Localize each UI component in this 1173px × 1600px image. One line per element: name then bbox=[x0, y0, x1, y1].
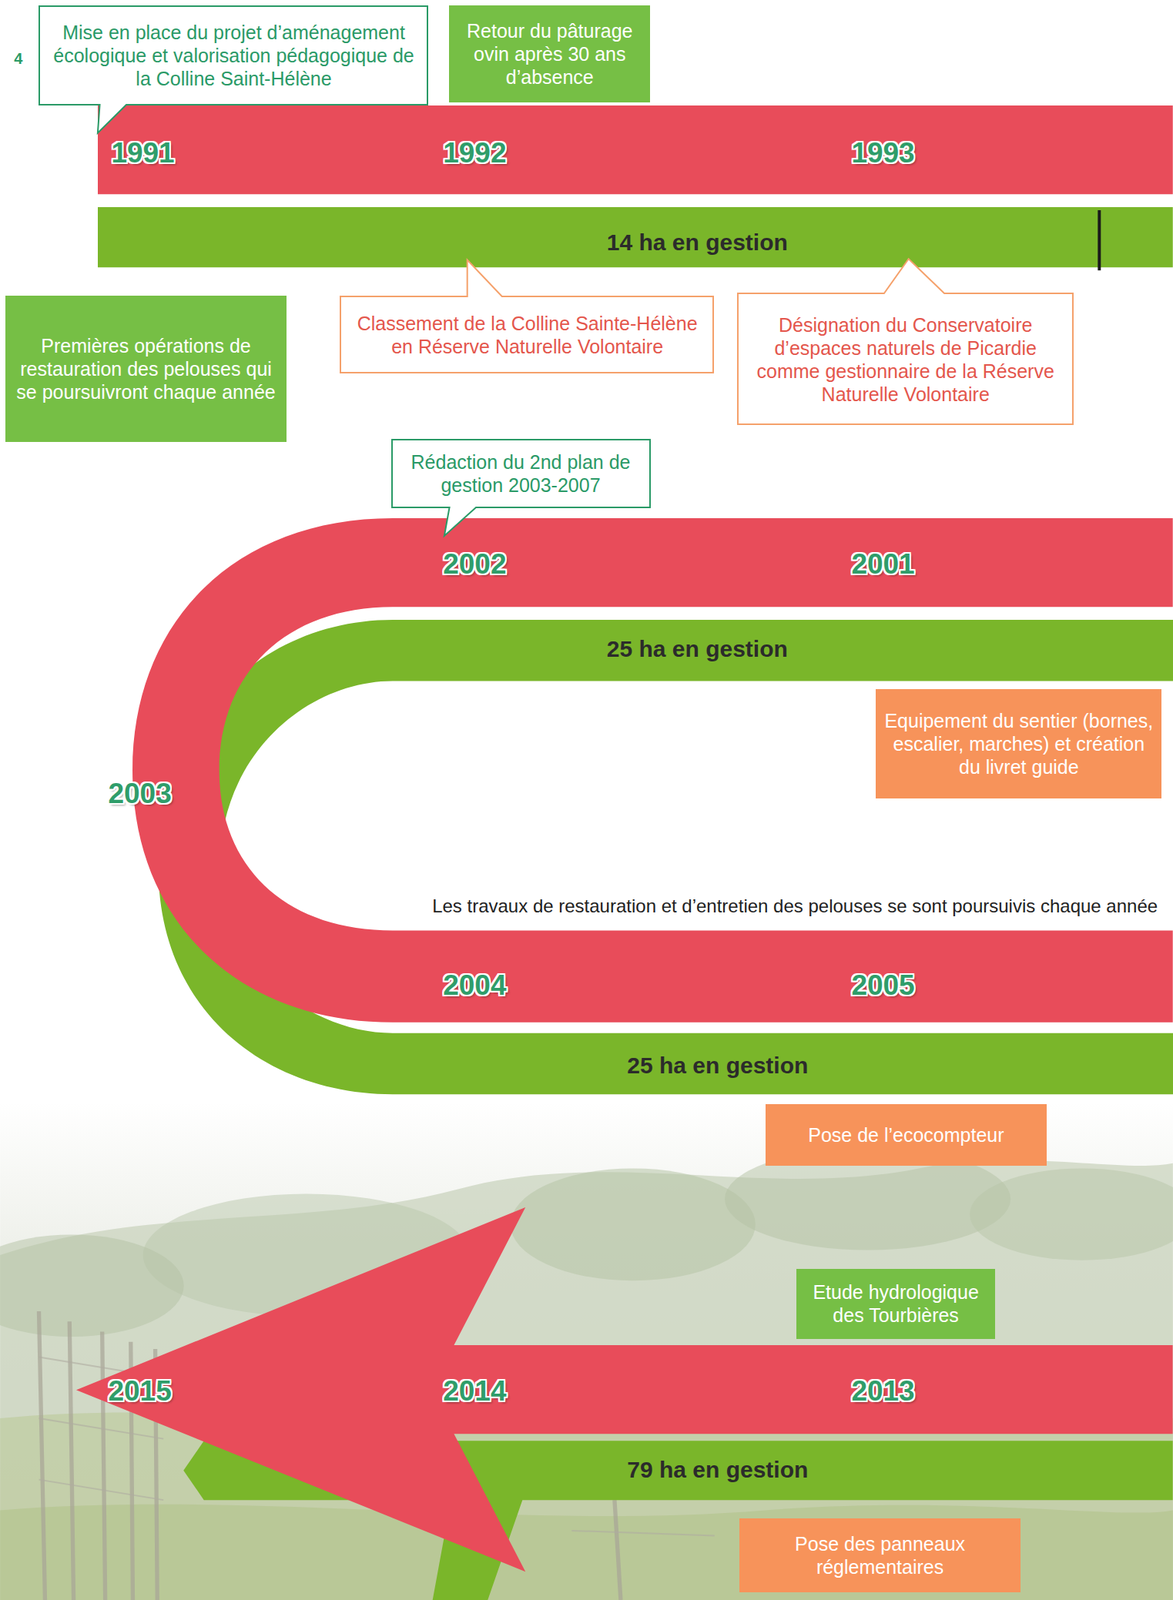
event-box: Pose de l’ecocompteur bbox=[765, 1104, 1047, 1167]
band-fill bbox=[184, 1441, 1173, 1600]
band-fill bbox=[76, 1207, 1173, 1572]
year-label: 2005 bbox=[851, 969, 915, 1003]
area-band: 14 ha en gestion bbox=[97, 207, 1173, 273]
year-label: 1991 bbox=[110, 137, 175, 170]
year-label: 2014 bbox=[442, 1375, 507, 1408]
year-label: 2003 bbox=[107, 777, 171, 811]
band-shape bbox=[97, 105, 1173, 195]
speech-callout: Désignation du Conservatoire d’espaces n… bbox=[737, 292, 1074, 426]
speech-callout: Mise en place du projet d’aménagement éc… bbox=[38, 5, 429, 106]
callout-border bbox=[340, 260, 714, 373]
band-fill bbox=[97, 207, 1173, 268]
box-text: Premières opérations de restauration des… bbox=[13, 334, 280, 404]
callout-outline bbox=[391, 439, 651, 509]
year-label: 2004 bbox=[442, 969, 507, 1003]
box-text: Désignation du Conservatoire d’espaces n… bbox=[744, 313, 1066, 406]
area-label: 14 ha en gestion bbox=[606, 229, 788, 256]
year-label: 2013 bbox=[851, 1375, 915, 1408]
band-fill bbox=[97, 105, 1173, 195]
box-text: Etude hydrologique des Tourbières bbox=[804, 1280, 988, 1328]
box-text: Rédaction du 2nd plan de gestion 2003-20… bbox=[398, 450, 644, 497]
box-text: Classement de la Colline Sainte-Hélène e… bbox=[347, 311, 707, 359]
area-label: 79 ha en gestion bbox=[626, 1457, 808, 1484]
box-text: Equipement du sentier (bornes, escalier,… bbox=[883, 709, 1154, 779]
year-label: 2002 bbox=[442, 548, 507, 581]
speech-callout: Rédaction du 2nd plan de gestion 2003-20… bbox=[391, 439, 651, 509]
speech-callout: Classement de la Colline Sainte-Hélène e… bbox=[339, 295, 714, 374]
callout-outline bbox=[737, 292, 1074, 426]
event-box: Retour du pâturage ovin après 30 ans d’a… bbox=[449, 5, 651, 103]
year-label: 1993 bbox=[851, 137, 915, 170]
box-text: Mise en place du projet d’aménagement éc… bbox=[46, 20, 421, 91]
area-label: 25 ha en gestion bbox=[606, 636, 788, 663]
area-label: 25 ha en gestion bbox=[626, 1052, 808, 1080]
event-box: Premières opérations de restauration des… bbox=[5, 295, 288, 443]
year-label: 2001 bbox=[851, 548, 915, 581]
callout-outline bbox=[339, 295, 714, 374]
note-text: Les travaux de restauration et d’entreti… bbox=[428, 895, 1161, 918]
box-text: Pose des panneaux réglementaires bbox=[747, 1532, 1014, 1579]
year-label: 2015 bbox=[107, 1375, 171, 1408]
event-box: Equipement du sentier (bornes, escalier,… bbox=[875, 689, 1162, 799]
box-text: Pose de l’ecocompteur bbox=[807, 1123, 1004, 1147]
year-label: 1992 bbox=[442, 137, 507, 170]
band-fill bbox=[157, 620, 1173, 1095]
box-text: Retour du pâturage ovin après 30 ans d’a… bbox=[456, 19, 643, 89]
year-band: 1991 1992 1993 bbox=[97, 105, 1173, 195]
page-number: 4 bbox=[10, 50, 26, 68]
callout-border bbox=[737, 259, 1073, 426]
band-fill bbox=[132, 518, 1173, 1023]
event-box: Pose des panneaux réglementaires bbox=[739, 1518, 1022, 1592]
tick-mark bbox=[1098, 210, 1102, 271]
event-box: Etude hydrologique des Tourbières bbox=[796, 1269, 996, 1340]
